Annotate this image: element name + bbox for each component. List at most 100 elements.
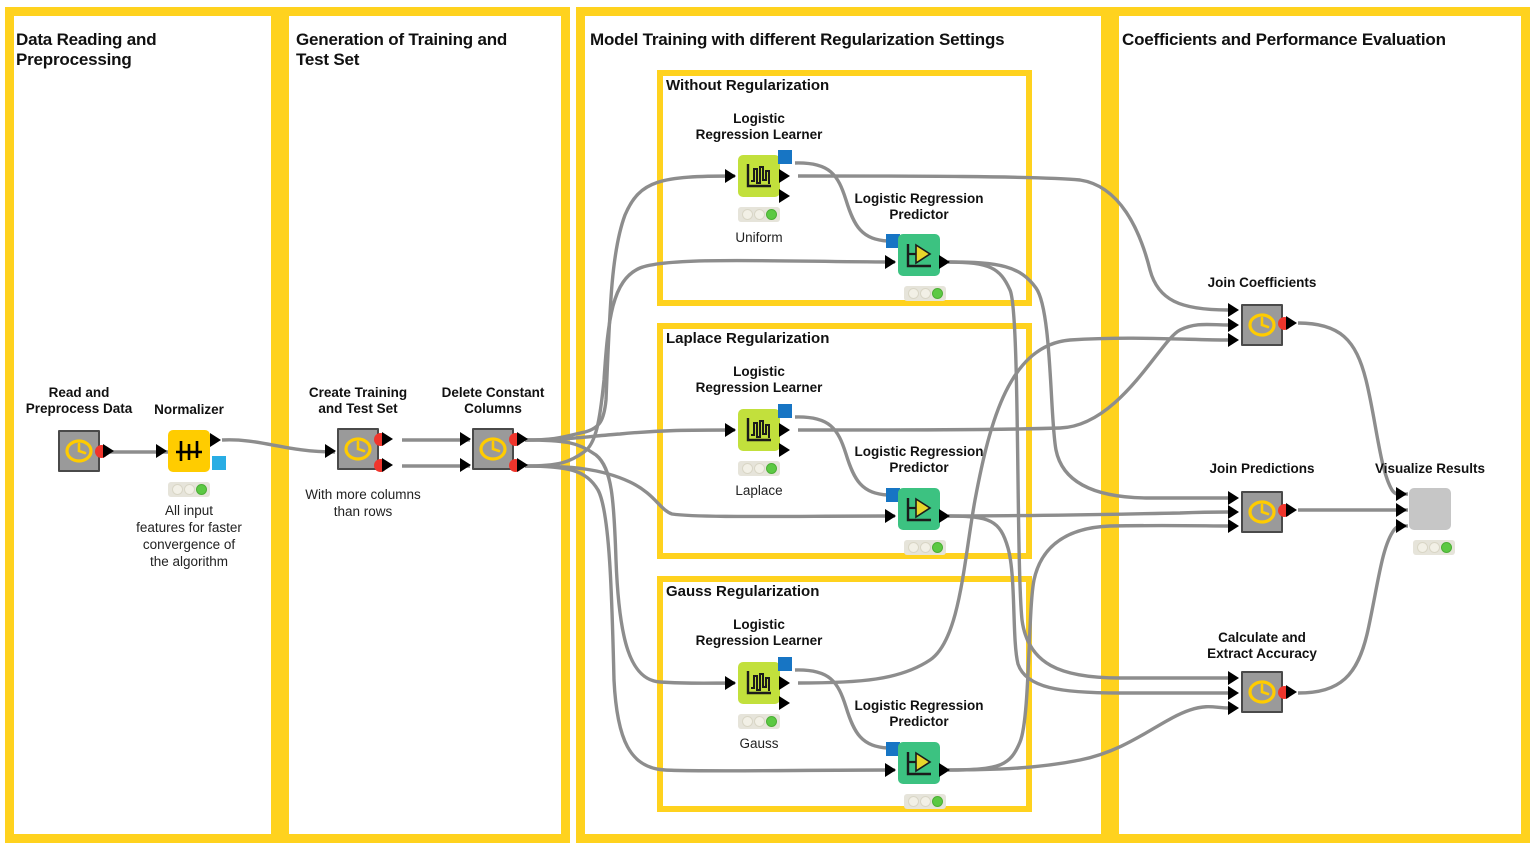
learner-gauss-input-arrow [725,676,736,690]
status-lamp-config [1428,542,1440,553]
join-predictions-output-arrow [1286,503,1297,517]
status-lamp-idle [741,463,753,474]
join-coefficients-input-arrow-3 [1228,333,1239,347]
delete-constant-box[interactable] [472,428,514,470]
status-lamp-idle [907,796,919,807]
logistic-regression-predictor-icon [906,751,932,776]
status-lamp-executed [931,796,943,807]
learner-gauss-status-light [738,714,780,729]
visualize-results-box[interactable] [1409,488,1451,530]
predictor-gauss-output-arrow [939,763,950,777]
sub-gauss-regularization [657,576,1032,812]
status-lamp-config [753,716,765,727]
predictor-laplace-box[interactable] [898,488,940,530]
visualize-results-input-arrow-1 [1396,487,1407,501]
predictor-uniform-model-port[interactable] [886,234,900,248]
panel-data-reading [5,7,280,843]
status-lamp-executed [765,463,777,474]
node-calculate-accuracy-label: Calculate and Extract Accuracy [1207,630,1317,661]
visualize-results-input-arrow-3 [1396,519,1407,533]
sub-without-regularization-title: Without Regularization [666,77,830,94]
learner-uniform-output-arrow-2 [779,189,790,203]
predictor-laplace-status-light [904,540,946,555]
learner-gauss-model-port[interactable] [778,657,792,671]
panel-model-training-title: Model Training with different Regulariza… [590,30,1005,49]
create-sets-output-arrow-1 [382,432,393,446]
join-predictions-box[interactable] [1241,491,1283,533]
normalizer-box[interactable] [168,430,210,472]
node-learner-uniform-annotation: Uniform [735,230,783,245]
calculate-accuracy-box[interactable] [1241,671,1283,713]
normalizer-model-port[interactable] [212,456,226,470]
learner-laplace-model-port[interactable] [778,404,792,418]
create-sets-box[interactable] [337,428,379,470]
node-join-coefficients-label: Join Coefficients [1207,275,1317,290]
node-predictor-uniform-label: Logistic Regression Predictor [854,191,984,222]
panel-data-reading-title: Data Reading and Preprocessing [16,30,157,70]
status-lamp-idle [1416,542,1428,553]
panel-generation [280,7,570,843]
logistic-regression-predictor-icon [906,497,932,522]
normalizer-status-light [168,482,210,497]
learner-uniform-box[interactable] [738,155,780,197]
status-lamp-config [919,796,931,807]
metanode-clock-icon [1248,680,1276,704]
delete-constant-input-arrow-2 [460,458,471,472]
learner-uniform-model-port[interactable] [778,150,792,164]
predictor-gauss-model-port[interactable] [886,742,900,756]
metanode-clock-icon [65,439,93,463]
predictor-laplace-input-arrow [885,509,896,523]
read-preprocess-output-arrow [103,444,114,458]
logistic-regression-predictor-icon [906,243,932,268]
learner-gauss-output-arrow-2 [779,696,790,710]
status-lamp-executed [195,484,207,495]
create-sets-input-arrow [325,444,336,458]
status-lamp-config [919,542,931,553]
panel-evaluation-title: Coefficients and Performance Evaluation [1122,30,1446,49]
join-predictions-input-arrow-1 [1228,491,1239,505]
calculate-accuracy-input-arrow-1 [1228,671,1239,685]
calculate-accuracy-output-arrow [1286,685,1297,699]
status-lamp-executed [765,716,777,727]
visualize-results-status-light [1413,540,1455,555]
predictor-uniform-box[interactable] [898,234,940,276]
node-create-sets-label: Create Training and Test Set [308,385,408,416]
join-predictions-input-arrow-3 [1228,519,1239,533]
panel-generation-title: Generation of Training and Test Set [296,30,508,70]
node-predictor-laplace-label: Logistic Regression Predictor [854,444,984,475]
predictor-laplace-model-port[interactable] [886,488,900,502]
sub-gauss-regularization-title: Gauss Regularization [666,583,820,600]
node-learner-gauss-label: Logistic Regression Learner [695,617,823,648]
node-delete-constant-label: Delete Constant Columns [441,385,545,416]
node-learner-uniform-label: Logistic Regression Learner [695,111,823,142]
panel-evaluation [1110,7,1530,843]
learner-uniform-input-arrow [725,169,736,183]
join-coefficients-input-arrow-1 [1228,303,1239,317]
predictor-gauss-box[interactable] [898,742,940,784]
metanode-clock-icon [1248,313,1276,337]
status-lamp-idle [171,484,183,495]
read-preprocess-box[interactable] [58,430,100,472]
predictor-laplace-output-arrow [939,509,950,523]
status-lamp-config [753,209,765,220]
visualize-results-input-arrow-2 [1396,503,1407,517]
node-predictor-gauss-label: Logistic Regression Predictor [854,698,984,729]
join-predictions-input-arrow-2 [1228,505,1239,519]
calculate-accuracy-input-arrow-2 [1228,686,1239,700]
status-lamp-idle [741,716,753,727]
sub-without-regularization [657,70,1032,306]
learner-uniform-output-arrow-1 [779,169,790,183]
learner-laplace-input-arrow [725,423,736,437]
join-coefficients-box[interactable] [1241,304,1283,346]
status-lamp-idle [741,209,753,220]
status-lamp-config [753,463,765,474]
status-lamp-idle [907,542,919,553]
learner-uniform-status-light [738,207,780,222]
learner-gauss-box[interactable] [738,662,780,704]
predictor-gauss-input-arrow [885,763,896,777]
panel-model-training [576,7,1110,843]
sub-laplace-regularization-title: Laplace Regularization [666,330,830,347]
learner-laplace-box[interactable] [738,409,780,451]
create-sets-output-arrow-2 [382,458,393,472]
predictor-gauss-status-light [904,794,946,809]
